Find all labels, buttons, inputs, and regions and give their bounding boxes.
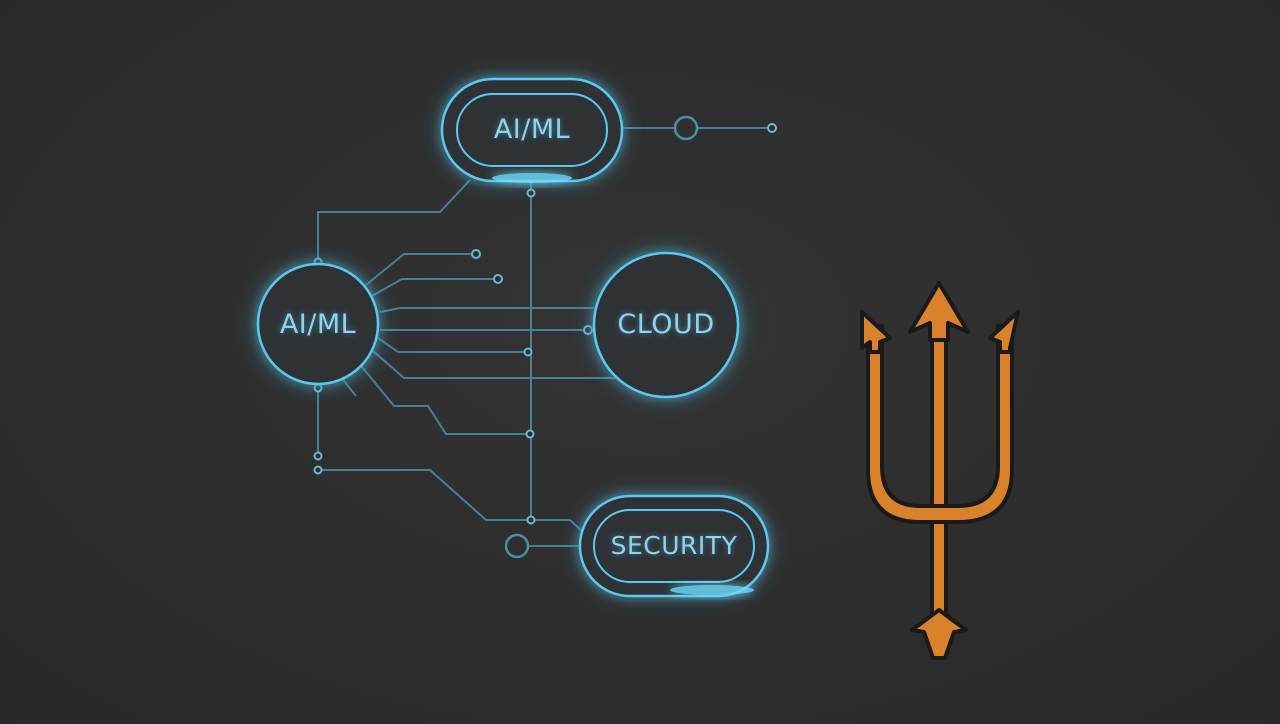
trace-top-to-left — [317, 179, 471, 262]
trace-fan-2 — [371, 278, 498, 297]
node-label-cloud: CLOUD — [617, 309, 715, 340]
junction-dot — [313, 465, 323, 475]
trace-fan-7 — [357, 361, 530, 435]
junction-dot — [526, 515, 536, 525]
node-cloud — [590, 249, 742, 401]
junction-dot — [767, 123, 777, 133]
junction-dot — [471, 249, 481, 259]
node-label-ai-ml-left: AI/ML — [279, 309, 357, 340]
ring-connector-top — [673, 115, 699, 141]
junction-dot — [313, 451, 323, 461]
trace-fan-3 — [379, 307, 598, 313]
trace-left-to-security — [318, 469, 599, 547]
trace-fan-6 — [371, 349, 620, 379]
node-security — [577, 493, 771, 599]
junction-dot — [525, 429, 535, 439]
trident-icon — [860, 281, 1020, 660]
junction-dot — [523, 347, 533, 357]
node-ai-ml-left — [254, 260, 382, 388]
junction-dot — [526, 188, 536, 198]
trace-fan-5 — [377, 337, 528, 353]
node-ai-ml-top — [439, 76, 625, 184]
ring-connector-security — [504, 533, 530, 559]
trace-fan-1 — [365, 253, 476, 286]
node-label-security: SECURITY — [610, 531, 738, 560]
node-label-ai-ml-top: AI/ML — [493, 114, 571, 145]
junction-dot — [493, 274, 503, 284]
